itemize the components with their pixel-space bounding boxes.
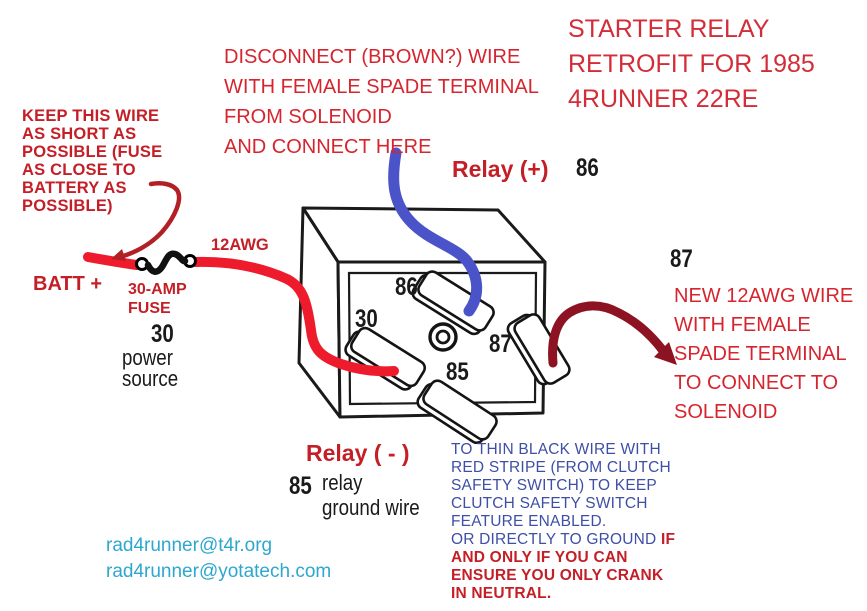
clutch-note-line: RED STRIPE (FROM CLUTCH [451, 459, 671, 476]
title-line: RETROFIT FOR 1985 [568, 50, 815, 78]
ground-wire-line: ground wire [322, 495, 420, 520]
mounting-hole [428, 322, 458, 352]
email-t4r: rad4runner@t4r.org [106, 535, 273, 556]
pointer-arrowhead [111, 249, 126, 261]
terminal-85-blade [422, 379, 498, 441]
disconnect-note-line: WITH FEMALE SPADE TERMINAL [224, 76, 539, 98]
wire-battery-segment [83, 252, 142, 270]
fuse-rating-label: 30-AMP FUSE [128, 280, 187, 318]
terminal-85 [416, 379, 498, 445]
fuse-rating-line: FUSE [128, 300, 171, 317]
new-wire-line: WITH FEMALE [674, 314, 811, 336]
relay-body [297, 206, 547, 419]
disconnect-note: DISCONNECT (BROWN?) WIRE WITH FEMALE SPA… [224, 42, 539, 162]
relay-face-pin-30: 30 [355, 305, 378, 333]
title-line: STARTER RELAY [568, 15, 770, 43]
pin-85-number: 85 [289, 472, 312, 500]
keep-short-pointer-arrow [111, 181, 182, 261]
keep-short-line: AS SHORT AS [22, 125, 137, 143]
fuse-symbol [135, 250, 197, 275]
new-wire-note: NEW 12AWG WIRE WITH FEMALE SPADE TERMINA… [674, 282, 853, 427]
fuse-element [144, 250, 189, 275]
disconnect-note-line: AND CONNECT HERE [224, 136, 432, 158]
keep-short-line: POSSIBLE) [22, 197, 113, 215]
clutch-warning-line: IN NEUTRAL. [451, 585, 552, 602]
clutch-note-line: TO THIN BLACK WIRE WITH [451, 441, 661, 458]
clutch-note-line: CLUTCH SAFETY SWITCH [451, 495, 648, 512]
diagram-title: STARTER RELAY RETROFIT FOR 1985 4RUNNER … [568, 12, 815, 117]
title-line: 4RUNNER 22RE [568, 85, 759, 113]
new-wire-line: SOLENOID [674, 401, 778, 423]
wire-pin87-to-solenoid [548, 301, 677, 368]
terminal-86-blade [417, 270, 495, 332]
new-wire-line: NEW 12AWG WIRE [674, 285, 854, 307]
wire-solenoid-to-pin86 [388, 147, 483, 317]
relay-plus-label: Relay (+) [452, 156, 549, 182]
new-wire-line: SPADE TERMINAL [674, 343, 847, 365]
pin-30-number: 30 [151, 320, 174, 348]
pointer-arrow-curve [117, 181, 182, 260]
clutch-warning-line: AND ONLY IF YOU CAN [451, 549, 628, 566]
power-source-line: source [122, 366, 179, 391]
clutch-note-blue-part: OR DIRECTLY TO GROUND [451, 531, 661, 548]
pin-86-number: 86 [576, 154, 599, 182]
power-source-line: power [122, 345, 173, 370]
clutch-note-line: SAFETY SWITCH) TO KEEP [451, 477, 657, 494]
relay-face-pin-85: 85 [446, 358, 469, 386]
clutch-note-line: FEATURE ENABLED. [451, 513, 607, 530]
clutch-note-line-mixed: OR DIRECTLY TO GROUND IF [451, 531, 675, 549]
wire-pin87-arrowhead [654, 342, 677, 365]
power-source-label: power source [122, 345, 179, 391]
clutch-safety-note: TO THIN BLACK WIRE WITH RED STRIPE (FROM… [451, 441, 675, 603]
relay-minus-label: Relay ( - ) [306, 440, 410, 466]
wire-fuse-to-pin30 [190, 256, 399, 377]
keep-short-line: BATTERY AS [22, 179, 127, 197]
new-wire-line: TO CONNECT TO [674, 372, 839, 394]
pin-87-number: 87 [670, 245, 693, 273]
relay-face-pin-86: 86 [395, 273, 418, 301]
wire-gauge-label: 12AWG [211, 236, 269, 254]
clutch-note-red-part: IF [660, 531, 676, 548]
wire-pin87-curve [548, 301, 669, 368]
fuse-rating-line: 30-AMP [128, 281, 187, 298]
keep-short-line: POSSIBLE (FUSE [22, 143, 163, 161]
ground-wire-line: relay [322, 470, 363, 495]
email-yotatech: rad4runner@yotatech.com [106, 560, 332, 582]
disconnect-note-line: FROM SOLENOID [224, 106, 392, 128]
keep-short-note: KEEP THIS WIRE AS SHORT AS POSSIBLE (FUS… [22, 107, 162, 215]
contact-emails: rad4runner@t4r.org rad4runner@yotatech.c… [106, 533, 331, 584]
keep-short-line: KEEP THIS WIRE [22, 107, 160, 125]
ground-wire-label: relay ground wire [322, 470, 420, 520]
terminal-86 [411, 270, 495, 336]
battery-positive-label: BATT + [33, 273, 103, 295]
clutch-warning-line: ENSURE YOU ONLY CRANK [451, 567, 664, 584]
relay-face-pin-87: 87 [489, 330, 512, 358]
disconnect-note-line: DISCONNECT (BROWN?) WIRE [224, 46, 521, 68]
keep-short-line: AS CLOSE TO [22, 161, 136, 179]
